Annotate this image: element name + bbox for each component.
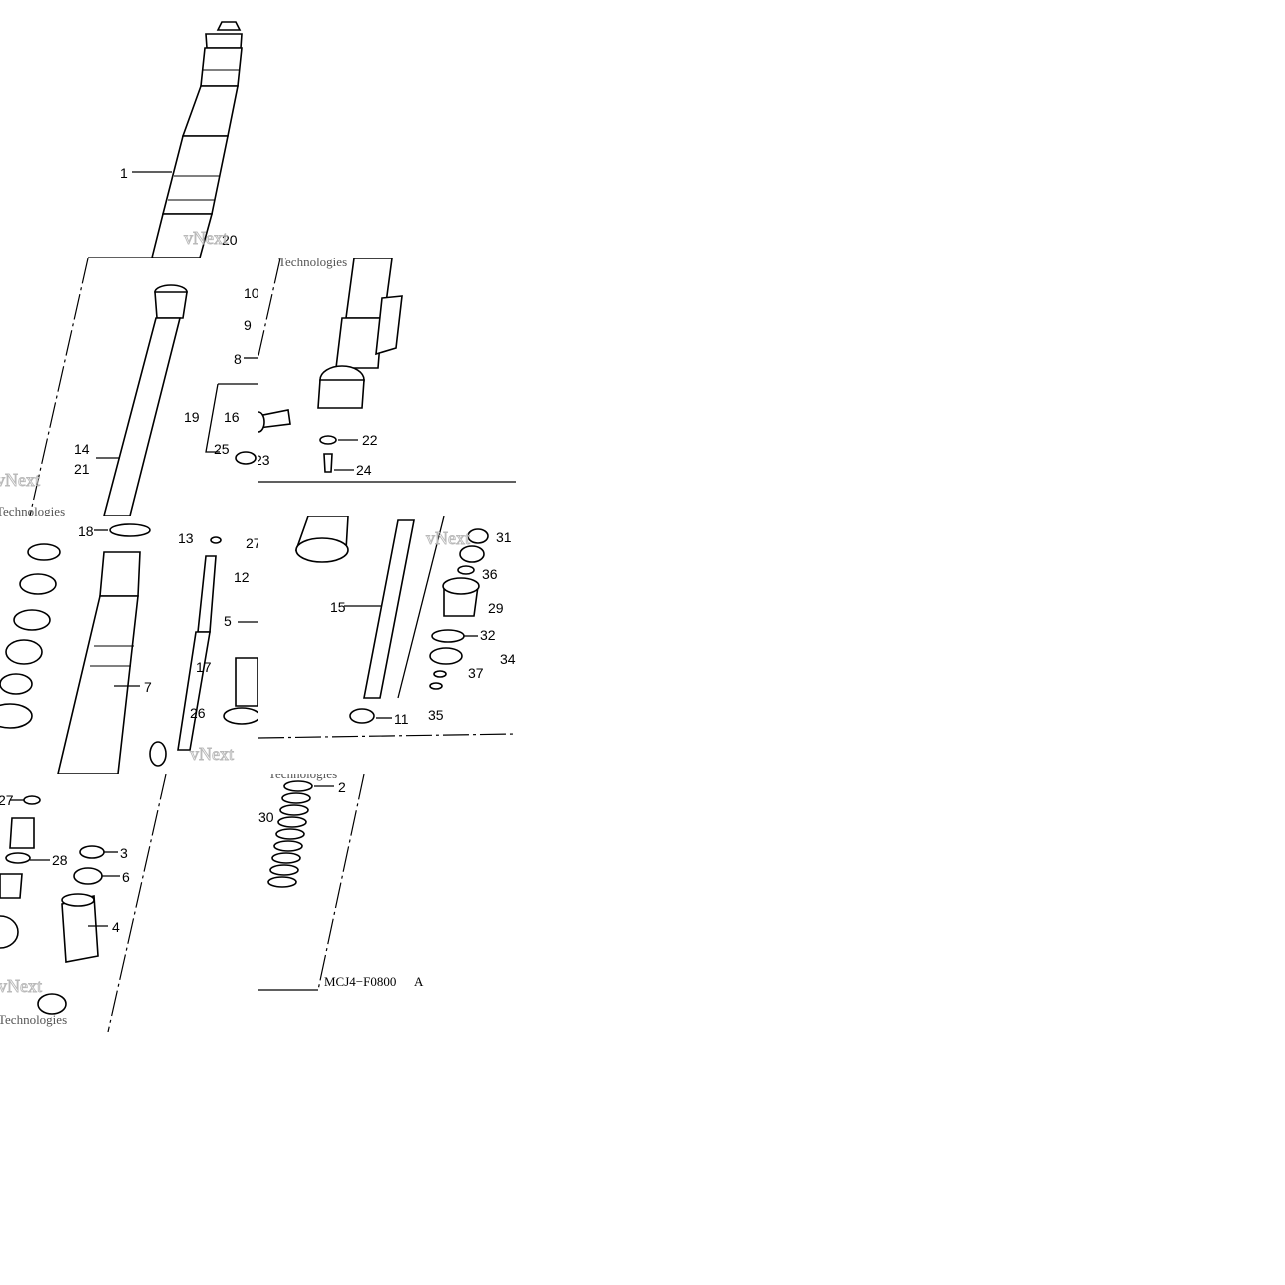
diagram-tile-seals-inner: 18 7 13 27 12 5 17 26 vNex (0, 516, 258, 774)
callout-25: 25 (214, 441, 230, 457)
callout-27b: 27 (0, 792, 14, 808)
callout-21: 21 (74, 461, 90, 477)
diagram-tile-fork-top: 1 20 vNext (0, 0, 258, 258)
callout-17: 17 (196, 659, 212, 675)
callout-27: 27 (246, 535, 258, 551)
callout-36: 36 (482, 566, 498, 582)
watermark-company-3: Technologies (0, 1012, 67, 1027)
seals-inner-drawing: 18 7 13 27 12 5 17 26 vNex (0, 523, 258, 774)
callout-22: 22 (362, 432, 378, 448)
watermark-company: Technologies (0, 504, 65, 516)
callout-24: 24 (356, 462, 372, 478)
watermark-brand: vNext (184, 228, 228, 248)
callout-5: 5 (224, 613, 232, 629)
callout-9: 9 (244, 317, 252, 333)
callout-3: 3 (120, 845, 128, 861)
callout-15: 15 (330, 599, 346, 615)
callout-2: 2 (338, 779, 346, 795)
callout-26: 26 (190, 705, 206, 721)
lower-parts-drawing: 27 28 3 6 4 vNext Technologies (0, 774, 167, 1032)
drawing-code: MCJ4−F0800 (324, 974, 396, 989)
callout-13: 13 (178, 530, 194, 546)
callout-8: 8 (234, 351, 242, 367)
callout-18: 18 (78, 523, 94, 539)
diagram-tile-lower-parts: 27 28 3 6 4 vNext Technologies (0, 774, 258, 1032)
callout-20: 20 (222, 232, 238, 248)
fork-top-drawing: 1 20 vNext (88, 21, 243, 258)
callout-16: 16 (224, 409, 240, 425)
diagram-tile-slider: 15 11 31 36 29 32 34 37 35 vNext (258, 516, 516, 774)
diagram-tile-outer-tube: 14 21 10 9 8 19 16 25 vNext Technologies (0, 258, 258, 516)
spring-drawing: 2 30 MCJ4−F0800 A Technologies (258, 774, 424, 991)
axle-holder-drawing: 22 24 23 Technologies (258, 258, 516, 483)
callout-6: 6 (122, 869, 130, 885)
watermark-brand-3: vNext (190, 744, 234, 764)
callout-4: 4 (112, 919, 120, 935)
drawing-code-suffix: A (414, 974, 424, 989)
outer-tube-drawing: 14 21 10 9 8 19 16 25 vNext Technologies (0, 258, 258, 516)
callout-32: 32 (480, 627, 496, 643)
callout-14: 14 (74, 441, 90, 457)
callout-35: 35 (428, 707, 444, 723)
watermark-company-2: Technologies (278, 258, 347, 269)
watermark-brand-2: vNext (0, 470, 40, 490)
callout-12: 12 (234, 569, 250, 585)
callout-28: 28 (52, 852, 68, 868)
watermark-brand-5: vNext (0, 976, 42, 996)
callout-10: 10 (244, 285, 258, 301)
fork-spring (267, 780, 313, 888)
slider-drawing: 15 11 31 36 29 32 34 37 35 vNext (258, 516, 516, 739)
watermark-brand-4: vNext (426, 528, 470, 548)
callout-23: 23 (258, 452, 270, 468)
callout-30: 30 (258, 809, 274, 825)
callout-37: 37 (468, 665, 484, 681)
callout-7: 7 (144, 679, 152, 695)
callout-11: 11 (394, 711, 409, 727)
callout-19: 19 (184, 409, 200, 425)
callout-34: 34 (500, 651, 516, 667)
diagram-tile-axle-holder: 22 24 23 Technologies (258, 258, 516, 516)
callout-31: 31 (496, 529, 512, 545)
callout-29: 29 (488, 600, 504, 616)
watermark-company-4: Technologies (268, 774, 337, 781)
diagram-tile-spring: 2 30 MCJ4−F0800 A Technologies (258, 774, 516, 1032)
callout-1: 1 (120, 165, 128, 181)
